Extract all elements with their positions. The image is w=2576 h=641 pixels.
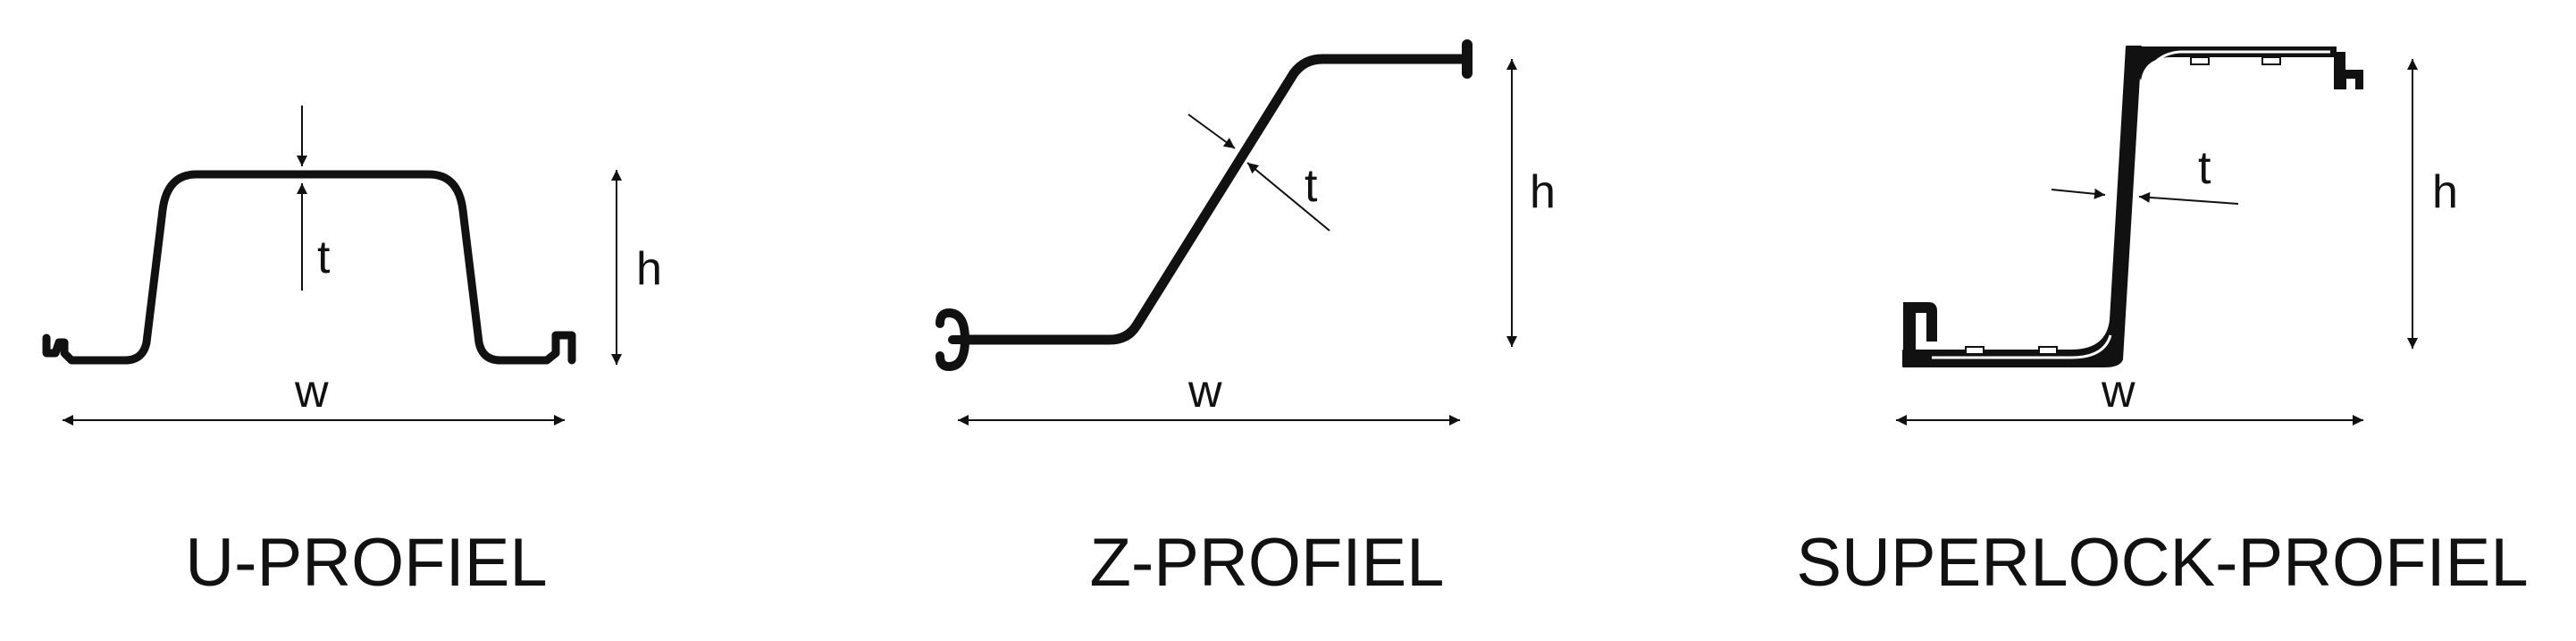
z-thickness-label: t (1305, 160, 1318, 212)
u-profile: t h w U-PROFIEL (42, 105, 662, 601)
u-profile-title: U-PROFIEL (185, 525, 547, 601)
superlock-width-label: w (2101, 366, 2135, 417)
superlock-profile-title: SUPERLOCK-PROFIEL (1796, 525, 2528, 601)
superlock-height-label: h (2432, 166, 2458, 218)
superlock-profile: t h w SUPERLOCK-PROFIEL (1796, 46, 2529, 601)
superlock-top-flange (2127, 46, 2337, 80)
z-width-label: w (1187, 366, 1222, 417)
superlock-thickness-arrow-left (2051, 188, 2106, 199)
z-thickness-arrow-outer (1187, 114, 1236, 149)
z-left-interlock (936, 308, 969, 372)
z-height-label: h (1530, 166, 1556, 218)
superlock-inner-highlight-bottom (1917, 334, 2112, 359)
z-thickness-arrow-inner (1246, 162, 1330, 232)
u-width-label: w (294, 366, 329, 417)
z-profile: t h w Z-PROFIEL (936, 39, 1556, 601)
z-profile-shape (960, 54, 1473, 345)
superlock-right-interlock (2334, 52, 2363, 89)
superlock-bottom-tab-1 (1965, 346, 1984, 355)
z-profile-title: Z-PROFIEL (1090, 525, 1445, 601)
superlock-bottom-tab-2 (2038, 346, 2058, 355)
u-profile-shape (42, 170, 576, 365)
superlock-inner-highlight-top (2143, 50, 2330, 81)
superlock-left-interlock (1903, 302, 1937, 365)
u-thickness-label: t (317, 232, 331, 283)
superlock-thickness-arrow-right (2138, 191, 2239, 205)
superlock-profile-shape (1902, 46, 2142, 367)
superlock-top-tab-2 (2261, 56, 2281, 65)
superlock-thickness-label: t (2198, 142, 2211, 194)
u-height-label: h (636, 243, 662, 295)
superlock-top-tab-1 (2190, 56, 2210, 65)
